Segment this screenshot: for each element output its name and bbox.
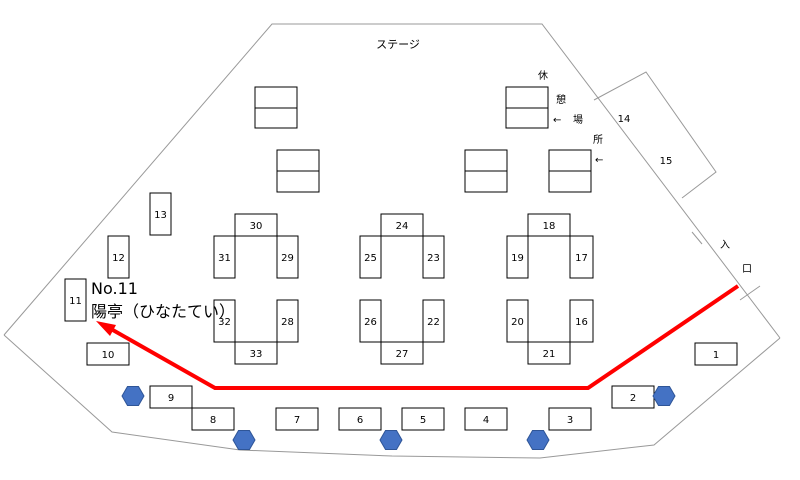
stage-label: ステージ <box>376 38 420 51</box>
booth-32-label: 32 <box>218 317 231 328</box>
entrance-char: 口 <box>742 264 752 275</box>
booth-16-label: 16 <box>575 317 588 328</box>
unnumbered-table <box>254 86 298 109</box>
unnumbered-table <box>276 170 320 193</box>
highlight-booth-number: No.11 <box>91 279 138 298</box>
booth-5-label: 5 <box>420 415 426 426</box>
hexagon-icon <box>526 430 550 450</box>
rest-area-label: 休 憩 ← 場 所 ← <box>538 70 603 166</box>
unnumbered-table <box>505 107 549 129</box>
booth-27[interactable] <box>380 341 424 365</box>
booth-12-label: 12 <box>112 253 125 264</box>
unnumbered-tables <box>254 86 592 193</box>
rest-area-char: 所 <box>593 134 603 146</box>
hexagon-icon <box>652 386 676 406</box>
booth-25[interactable] <box>359 235 382 279</box>
booth-6-label: 6 <box>357 415 363 426</box>
booths: 1234567891011121314151617181920212223242… <box>64 114 738 431</box>
booth-17[interactable] <box>569 235 594 279</box>
route-line <box>103 284 740 390</box>
booth-3-label: 3 <box>567 415 573 426</box>
booth-6[interactable] <box>338 407 382 431</box>
booth-15-label: 15 <box>660 156 673 167</box>
hexagon-icon <box>379 430 403 450</box>
unnumbered-table <box>548 149 592 172</box>
booth-22-label: 22 <box>427 317 440 328</box>
booth-12[interactable] <box>107 235 130 279</box>
rest-area-char: 休 <box>538 70 548 82</box>
booth-4[interactable] <box>464 407 508 431</box>
booth-3[interactable] <box>548 407 592 431</box>
booth-23[interactable] <box>422 235 445 279</box>
booth-29[interactable] <box>276 235 299 279</box>
booth-33[interactable] <box>234 341 278 365</box>
booth-20[interactable] <box>506 299 529 343</box>
booth-8[interactable] <box>191 407 235 431</box>
booth-24[interactable] <box>380 213 424 237</box>
hexagon-icon <box>121 386 145 406</box>
booth-24-label: 24 <box>396 221 409 232</box>
booth-26[interactable] <box>359 299 382 343</box>
booth-32[interactable] <box>213 299 236 343</box>
unnumbered-table <box>464 149 508 172</box>
booth-30-label: 30 <box>250 221 263 232</box>
unnumbered-table <box>254 107 298 129</box>
booth-11-label: 11 <box>69 296 82 307</box>
booth-10-label: 10 <box>102 350 115 361</box>
booth-33-label: 33 <box>250 349 263 360</box>
rest-area-arrow: ← <box>553 115 561 126</box>
booth-29-label: 29 <box>281 253 294 264</box>
venue-outline <box>3 23 781 459</box>
booth-31-label: 31 <box>218 253 231 264</box>
entrance-char: 入 <box>720 240 730 251</box>
booth-25-label: 25 <box>364 253 377 264</box>
booth-1[interactable] <box>694 342 738 366</box>
booth-19-label: 19 <box>511 253 524 264</box>
booth-13-label: 13 <box>154 210 167 221</box>
route-arrow <box>96 284 740 390</box>
route-arrowhead <box>96 321 116 336</box>
booth-21-label: 21 <box>543 349 556 360</box>
booth-20-label: 20 <box>511 317 524 328</box>
unnumbered-table <box>548 170 592 193</box>
booth-7-label: 7 <box>294 415 300 426</box>
booth-11[interactable] <box>64 278 87 322</box>
booth-5[interactable] <box>401 407 445 431</box>
booth-1-label: 1 <box>713 350 719 361</box>
booth-22[interactable] <box>422 299 445 343</box>
booth-9[interactable] <box>149 385 193 409</box>
booth-9-label: 9 <box>168 393 174 404</box>
booth-18[interactable] <box>527 213 571 237</box>
booth-28-label: 28 <box>281 317 294 328</box>
booth-23-label: 23 <box>427 253 440 264</box>
booth-30[interactable] <box>234 213 278 237</box>
unnumbered-table <box>276 149 320 172</box>
booth-26-label: 26 <box>364 317 377 328</box>
unnumbered-table <box>464 170 508 193</box>
rest-area-char: 憩 <box>556 93 566 106</box>
booth-31[interactable] <box>213 235 236 279</box>
booth-21[interactable] <box>527 341 571 365</box>
rest-area-arrow: ← <box>595 155 603 166</box>
booth-13[interactable] <box>149 192 172 236</box>
booth-4-label: 4 <box>483 415 489 426</box>
booth-14-label: 14 <box>618 114 631 125</box>
markers <box>121 386 676 450</box>
booth-18-label: 18 <box>543 221 556 232</box>
booth-28[interactable] <box>276 299 299 343</box>
rest-area-char: 場 <box>573 113 583 126</box>
booth-2-label: 2 <box>630 393 636 404</box>
booth-27-label: 27 <box>396 349 409 360</box>
highlight-booth-name: 陽亭（ひなたてい） <box>91 302 235 321</box>
booth-7[interactable] <box>275 407 319 431</box>
hexagon-icon <box>232 430 256 450</box>
booth-19[interactable] <box>506 235 529 279</box>
booth-8-label: 8 <box>210 415 216 426</box>
booth-17-label: 17 <box>575 253 588 264</box>
booth-16[interactable] <box>569 299 594 343</box>
booth-10[interactable] <box>86 342 130 366</box>
unnumbered-table <box>505 86 549 109</box>
